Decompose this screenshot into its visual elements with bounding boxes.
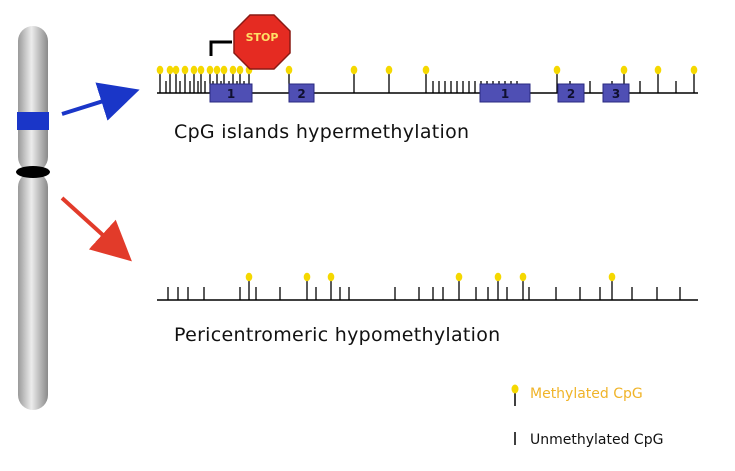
methyl-group-icon: [166, 65, 174, 75]
methyl-group-icon: [422, 65, 430, 75]
arrow-lower: [60, 196, 132, 262]
methylated-cpg-icon: [511, 384, 519, 406]
methyl-group-icon: [553, 65, 561, 75]
methyl-group-icon: [494, 272, 502, 282]
methyl-group-icon: [327, 272, 335, 282]
methyl-group-icon: [285, 65, 293, 75]
stop-octagon: [233, 14, 291, 70]
upper-title: CpG islands hypermethylation: [174, 121, 470, 143]
methyl-group-icon: [350, 65, 358, 75]
legend-methylated-label: Methylated CpG: [530, 386, 643, 402]
exon-number: 1: [501, 87, 509, 101]
exon-number: 3: [612, 87, 620, 101]
exon-number: 1: [227, 87, 235, 101]
methyl-group-icon: [181, 65, 189, 75]
legend-unmethylated-label: Unmethylated CpG: [530, 432, 664, 448]
exon-box: [209, 83, 253, 103]
chromosome-lower-arm: [18, 172, 48, 410]
methyl-group-icon: [156, 65, 164, 75]
upper-cpg-sites: [156, 65, 698, 93]
chromosome-upper-arm: [18, 26, 48, 172]
methyl-group-icon: [236, 65, 244, 75]
methyl-group-icon: [608, 272, 616, 282]
promoter-arrow: [209, 40, 232, 56]
exons: 1 2 1 2 3: [209, 83, 630, 103]
methyl-group-icon: [654, 65, 662, 75]
methyl-group-icon: [172, 65, 180, 75]
methyl-group-icon: [303, 272, 311, 282]
stop-sign-label: STOP: [245, 31, 279, 44]
methyl-group-icon: [229, 65, 237, 75]
chromosome-icon: [16, 26, 50, 410]
exon-box: [288, 83, 315, 103]
exon-box: [602, 83, 630, 103]
exon-box: [557, 83, 585, 103]
lower-title: Pericentromeric hypomethylation: [174, 324, 501, 346]
methyl-group-icon: [206, 65, 214, 75]
methyl-group-icon: [245, 272, 253, 282]
methyl-group-icon: [519, 272, 527, 282]
centromere: [16, 166, 50, 178]
exon-box: [479, 83, 531, 103]
methyl-group-icon: [690, 65, 698, 75]
methyl-group-icon: [455, 272, 463, 282]
lower-cpg-sites: [167, 272, 681, 300]
methyl-group-icon: [197, 65, 205, 75]
methyl-group-icon: [620, 65, 628, 75]
methyl-group-icon: [213, 65, 221, 75]
arrow-upper: [61, 82, 140, 121]
methyl-group-icon: [220, 65, 228, 75]
methyl-group-icon: [190, 65, 198, 75]
chromosome-band: [17, 112, 49, 130]
stop-sign-icon: [209, 14, 291, 70]
exon-number: 2: [297, 87, 305, 101]
methyl-group-icon: [385, 65, 393, 75]
exon-number: 2: [567, 87, 575, 101]
